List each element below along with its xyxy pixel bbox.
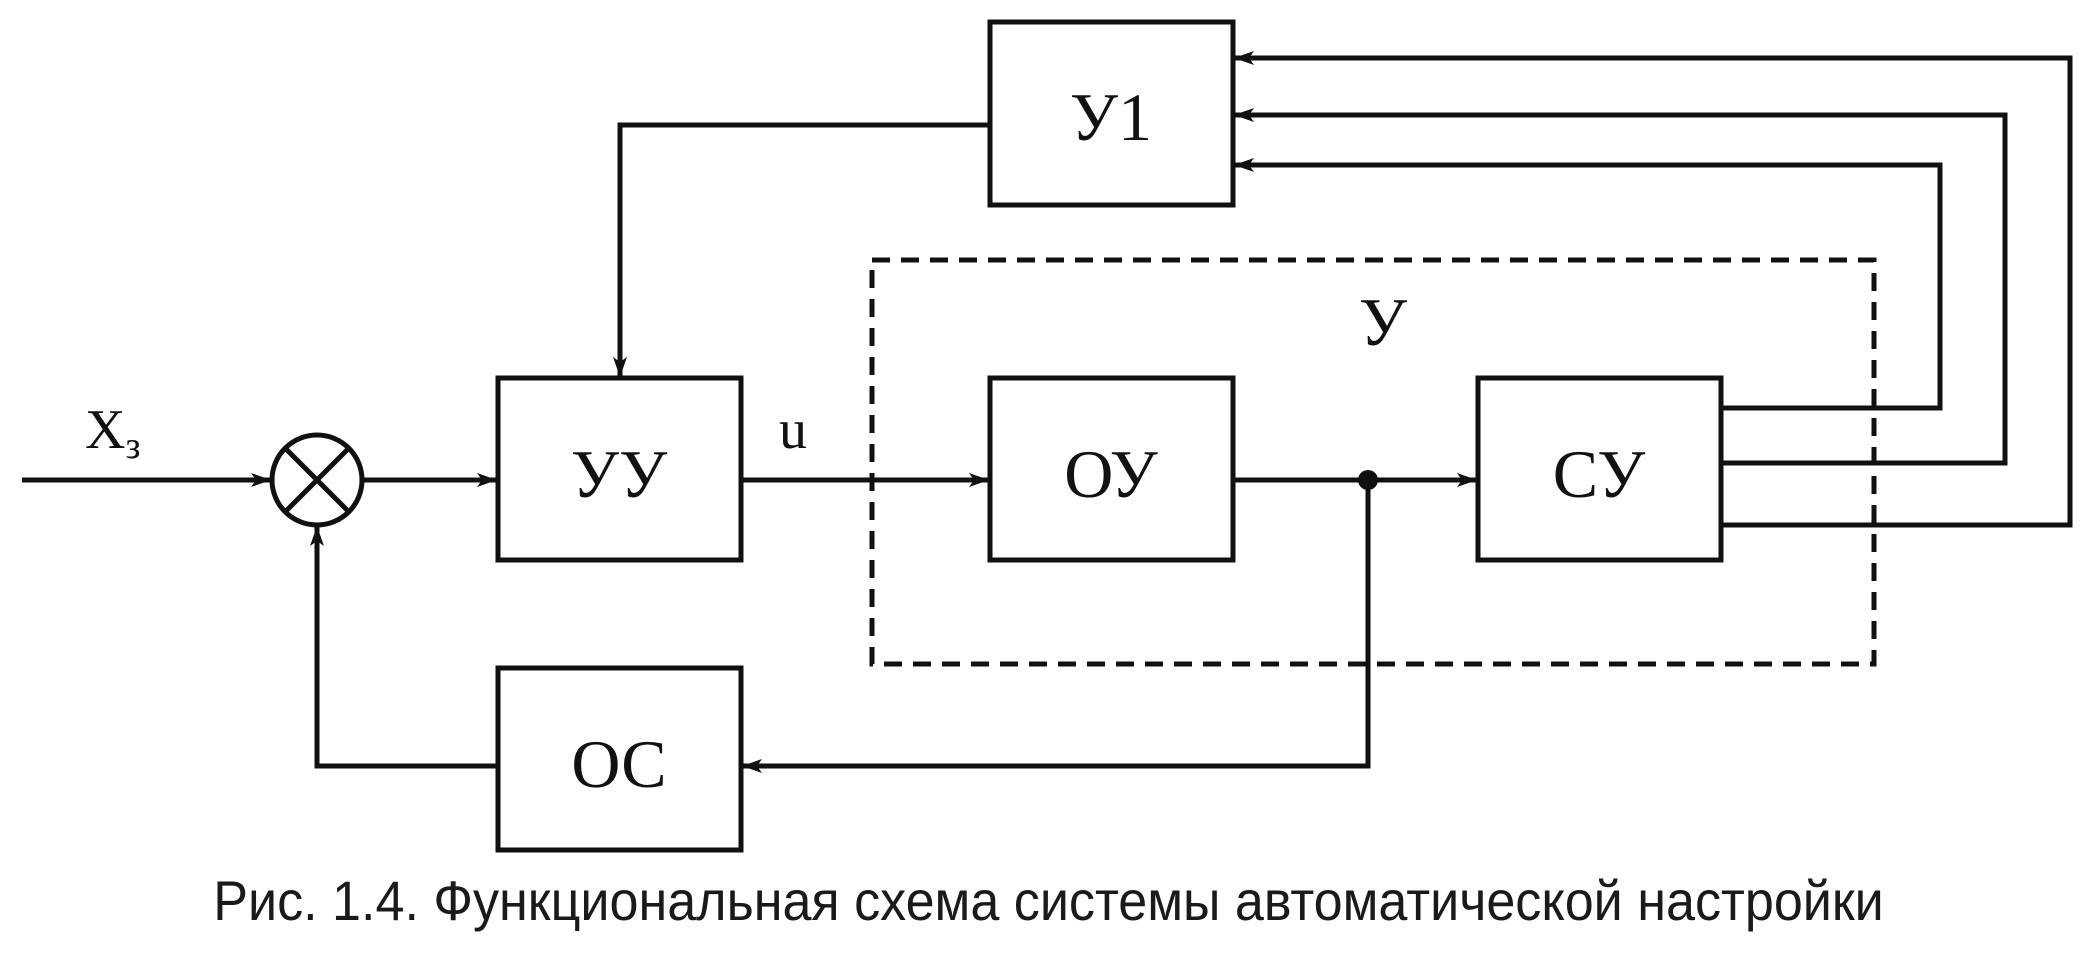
block-su-label: СУ	[1553, 436, 1646, 512]
figure-caption: Рис. 1.4. Функциональная схема системы а…	[213, 869, 1884, 932]
block-ou	[987, 375, 1236, 563]
su-to-u1-line-1	[1234, 158, 1943, 411]
block-su	[1475, 375, 1724, 563]
input-signal-label: Xз	[85, 399, 140, 467]
functional-diagram: У1 УУ ОУ СУ ОС У Xз u	[22, 19, 2073, 853]
block-u1-label: У1	[1070, 79, 1152, 155]
su-to-u1-line-3	[1234, 51, 2073, 528]
group-u-label: У	[1359, 284, 1408, 360]
block-u1	[987, 19, 1236, 208]
su-to-u1-line-2	[1234, 108, 2008, 466]
block-os	[495, 665, 744, 853]
block-ou-label: ОУ	[1064, 436, 1158, 512]
input-signal-subscript: з	[125, 425, 140, 467]
input-signal-symbol: X	[85, 399, 125, 461]
os-to-junction-arrow	[310, 526, 498, 769]
control-signal-label: u	[779, 399, 807, 461]
block-uu	[495, 375, 744, 563]
branch-node	[1358, 470, 1378, 490]
block-os-label: ОС	[571, 726, 666, 802]
summing-junction	[269, 432, 365, 528]
feedback-to-os-arrow	[742, 480, 1371, 773]
block-uu-label: УУ	[571, 436, 668, 512]
u1-to-uu-arrow	[613, 122, 990, 377]
